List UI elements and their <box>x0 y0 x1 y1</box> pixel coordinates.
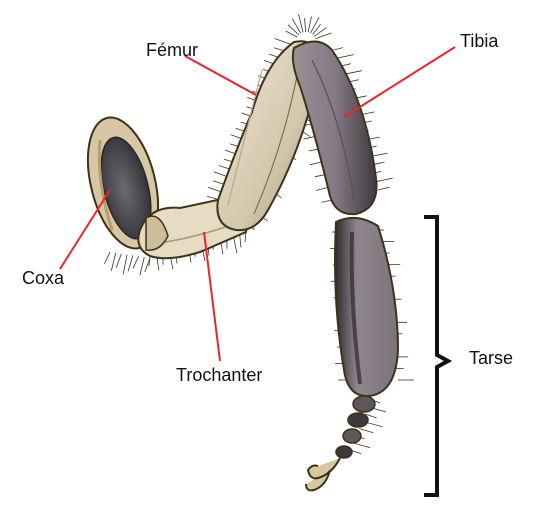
tibia-label: Tibia <box>460 31 498 51</box>
tibia-leader-line <box>344 47 455 117</box>
femur-leader-line <box>185 56 256 95</box>
coxa-label: Coxa <box>22 268 64 288</box>
trochanter-leader-line <box>204 232 220 361</box>
tarse-bracket <box>424 217 448 495</box>
femur-label: Fémur <box>146 40 198 60</box>
tarse-label: Tarse <box>469 348 513 368</box>
coxa-leader-line <box>60 190 110 269</box>
tarsus-segment <box>306 218 398 491</box>
trochanter-label: Trochanter <box>176 365 262 385</box>
tibia-segment <box>293 41 377 214</box>
